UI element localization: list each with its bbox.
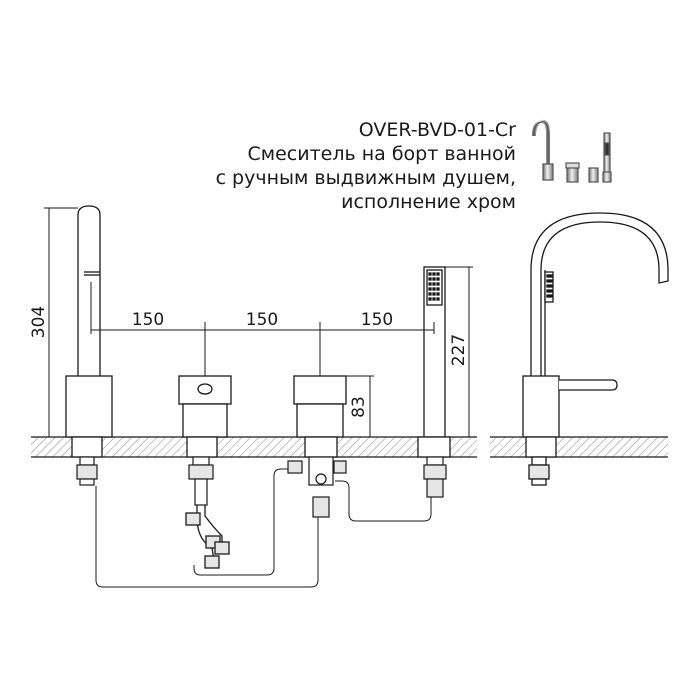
description-line-3: исполнение хром — [341, 191, 516, 213]
spout-body — [65, 205, 113, 458]
dimension-label-227: 227 — [449, 334, 469, 366]
description-line-1: Смеситель на борт ванной — [247, 143, 517, 165]
dimension-shower-height — [445, 266, 473, 437]
connection-lines — [95, 468, 432, 588]
side-view-deck — [490, 436, 668, 458]
side-view-spout — [522, 212, 669, 486]
dimension-label-150-c: 150 — [361, 310, 393, 330]
dimension-label-150-b: 150 — [246, 310, 278, 330]
deck-surface — [31, 436, 477, 458]
under-deck-fittings — [76, 456, 447, 518]
dimension-spacing — [90, 282, 435, 376]
hand-shower — [417, 266, 451, 458]
dimension-handle-height — [346, 375, 374, 437]
mixer-handle-1 — [178, 375, 232, 458]
flexible-hoses — [185, 505, 230, 569]
dimension-total-height — [44, 207, 78, 438]
dimension-label-304: 304 — [29, 306, 49, 338]
mixer-handle-2 — [293, 375, 347, 458]
dimension-label-83: 83 — [349, 396, 369, 418]
description-line-2: с ручным выдвижным душем, — [215, 167, 516, 189]
model-code: OVER-BVD-01-Cr — [358, 119, 516, 141]
dimension-label-150-a: 150 — [132, 310, 164, 330]
faucet-product-thumbnail — [532, 119, 612, 183]
